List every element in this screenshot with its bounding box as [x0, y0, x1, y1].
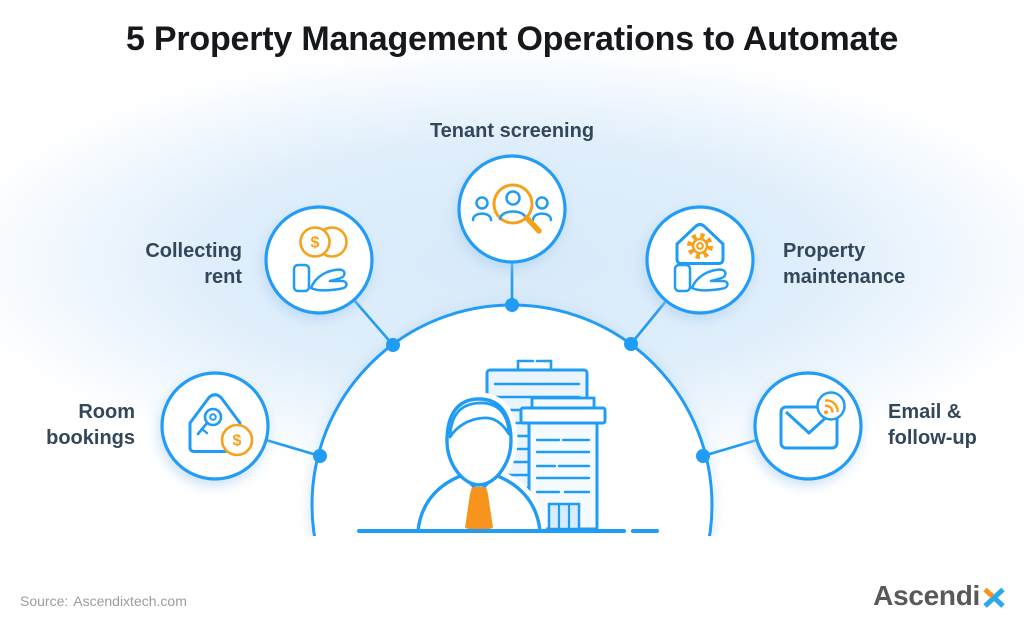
key-icon [196, 407, 223, 436]
coin-dollar-glyph: $ [311, 235, 320, 252]
connector-room [265, 438, 321, 458]
node-property-maintenance [645, 205, 755, 315]
label-line: Collecting [145, 240, 242, 262]
label-property-maintenance: Property maintenance [783, 238, 998, 290]
brand-x-mark [983, 587, 1005, 608]
label-line: Email & [888, 401, 962, 423]
node-room-bookings: $ [160, 371, 270, 481]
connector-collecting [353, 299, 394, 346]
door [547, 502, 581, 531]
label-line: bookings [46, 427, 135, 449]
connector-email [702, 438, 758, 458]
source-value: Ascendixtech.com [73, 593, 187, 609]
label-line: Room [78, 401, 135, 423]
house-gear-in-hand-icon [673, 223, 729, 293]
envelope-signal-icon [779, 391, 846, 450]
dollar-badge [220, 423, 254, 457]
signal-waves-icon [823, 399, 839, 415]
badge-dollar-glyph: $ [233, 433, 242, 450]
ascendix-logo: Ascendi [873, 580, 1006, 612]
label-tenant-screening: Tenant screening [312, 118, 712, 144]
house-key-dollar-icon: $ [188, 393, 254, 457]
gear-icon [687, 233, 713, 259]
source-credit: Source:Ascendixtech.com [20, 593, 187, 609]
node-email-follow-up [753, 371, 863, 481]
connector-lines [265, 262, 758, 458]
label-line: follow-up [888, 427, 977, 449]
people-search-icon [471, 183, 553, 234]
source-label: Source: [20, 593, 69, 609]
label-email-follow-up: Email & follow-up [888, 399, 1023, 451]
node-tenant-screening [457, 154, 567, 264]
label-line: Property [783, 240, 866, 262]
front-tower [519, 396, 607, 531]
tie [465, 487, 493, 532]
node-collecting-rent: $ [264, 205, 374, 315]
label-room-bookings: Room bookings [10, 399, 135, 451]
head [445, 397, 513, 487]
connector-dots [313, 298, 710, 463]
brand-wordmark: Ascendi [873, 580, 980, 611]
page-title: 5 Property Management Operations to Auto… [125, 20, 899, 58]
property-manager-figure [411, 392, 547, 538]
connector-maintenance [629, 300, 668, 345]
coins-in-hand-icon: $ [292, 226, 348, 293]
signal-badge [816, 391, 846, 421]
label-collecting-rent: Collecting rent [42, 238, 242, 290]
label-line: Tenant screening [429, 120, 595, 142]
label-line: rent [204, 266, 242, 288]
label-line: maintenance [783, 266, 906, 288]
